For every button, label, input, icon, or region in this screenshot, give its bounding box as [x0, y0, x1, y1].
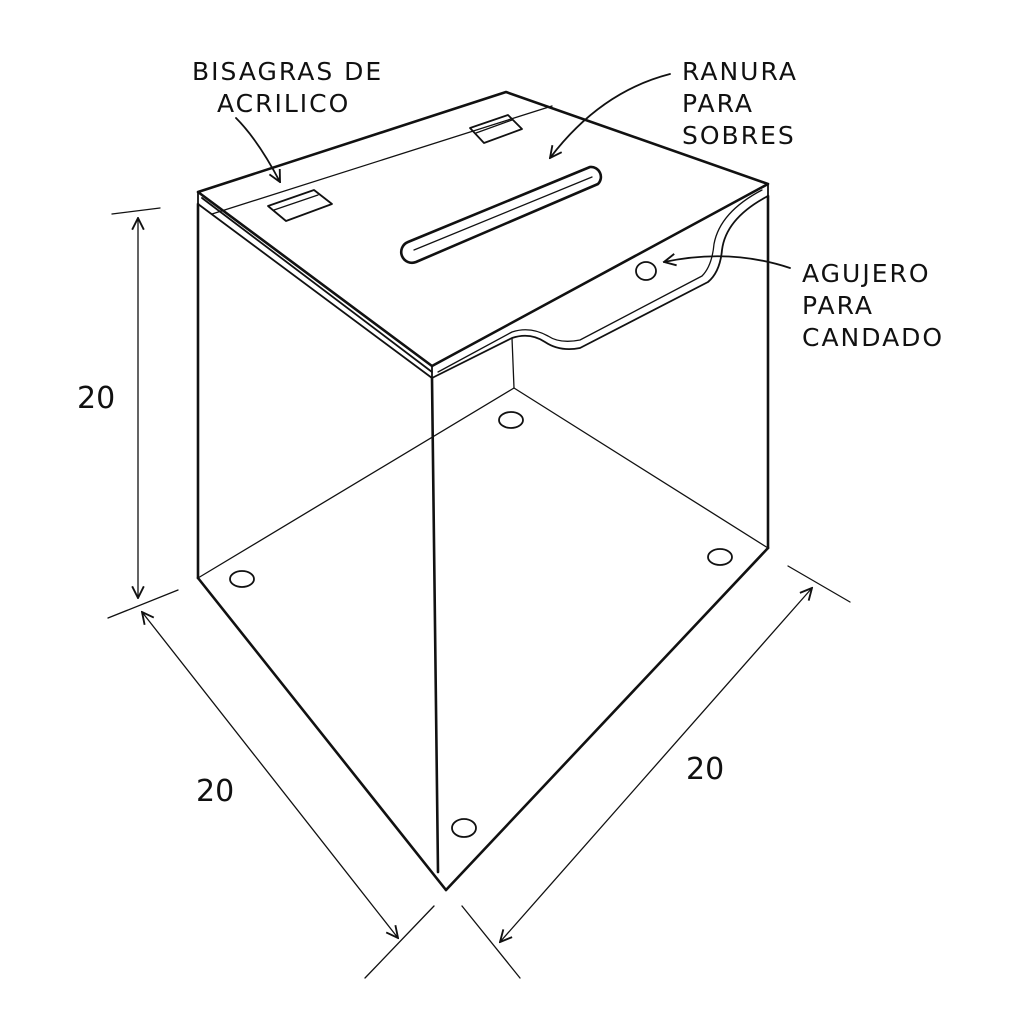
padlock-label-line-3: CANDADO [802, 323, 945, 352]
padlock-leader-arrow [664, 256, 791, 269]
acrylic-hinge-left [267, 189, 333, 222]
height-dimension-line [107, 207, 179, 619]
slot-label-line-1: RANURA [682, 57, 798, 86]
right-width-dimension-line [461, 565, 851, 979]
base-hole-front [451, 818, 477, 838]
hinges-label-line-2: ACRILICO [217, 89, 351, 118]
hinges-label-line-1: BISAGRAS DE [192, 57, 384, 86]
right-width-dimension-value: 20 [686, 752, 725, 787]
left-width-dimension-value: 20 [196, 774, 235, 809]
base-hole-right [707, 548, 733, 566]
hinge-line [211, 105, 553, 215]
padlock-label-line-2: PARA [802, 291, 875, 320]
envelope-slot [399, 165, 603, 265]
slot-leader-arrow [550, 73, 671, 158]
slot-label-line-2: PARA [682, 89, 755, 118]
base-hole-back [498, 411, 524, 429]
base-hole-left [229, 570, 255, 588]
height-dimension-value: 20 [77, 381, 116, 416]
padlock-label-line-1: AGUJERO [802, 259, 931, 288]
acrylic-hinge-right [469, 114, 523, 144]
hinges-label: BISAGRAS DE ACRILICO [192, 56, 383, 120]
hinge-leader-arrow [235, 117, 280, 182]
padlock-hole [635, 261, 657, 281]
padlock-label: AGUJERO PARA CANDADO [802, 258, 944, 354]
box-body [196, 194, 770, 892]
slot-label: RANURA PARA SOBRES [682, 56, 798, 152]
slot-label-line-3: SOBRES [682, 121, 796, 150]
left-width-dimension-line [142, 612, 435, 979]
box-lid [196, 90, 770, 379]
